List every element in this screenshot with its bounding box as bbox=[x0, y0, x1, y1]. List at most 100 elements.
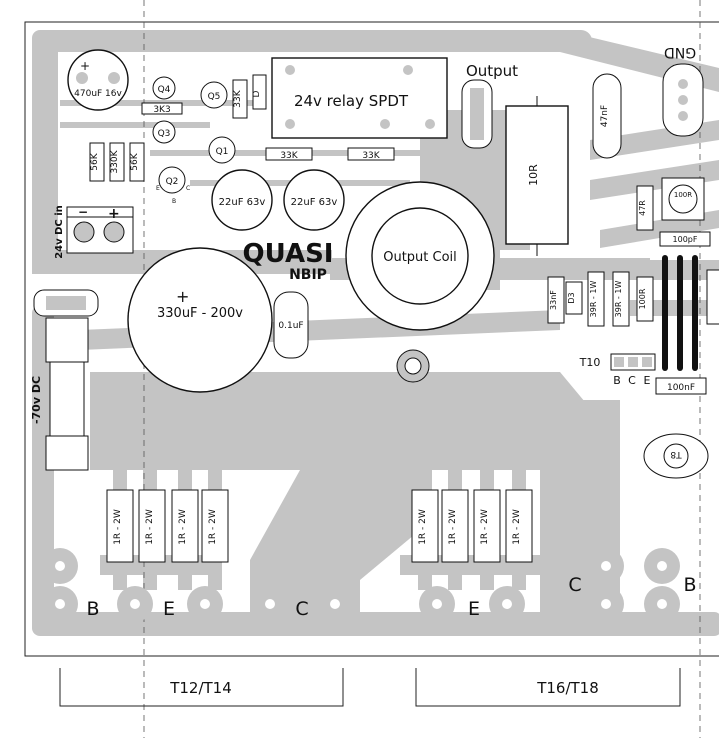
svg-text:1R - 2W: 1R - 2W bbox=[208, 509, 218, 545]
svg-text:56K: 56K bbox=[90, 152, 100, 170]
resistor-cutoff bbox=[706, 269, 719, 325]
resistor-56k-b: 56K bbox=[129, 142, 145, 182]
svg-text:1R - 2W: 1R - 2W bbox=[512, 509, 522, 545]
resistor-1r-2w-4: 1R - 2W bbox=[201, 489, 229, 563]
svg-text:100R: 100R bbox=[674, 191, 692, 199]
svg-text:22uF 63v: 22uF 63v bbox=[291, 197, 338, 208]
cap-470uf: + 470uF 16v bbox=[67, 49, 129, 111]
svg-text:-70v DC: -70v DC bbox=[30, 376, 43, 424]
pad-label-b-right: B bbox=[683, 574, 696, 596]
output-label: Output bbox=[466, 62, 518, 80]
svg-text:100R: 100R bbox=[638, 288, 647, 309]
cap-470uf-label: 470uF 16v bbox=[74, 89, 122, 99]
svg-text:−: − bbox=[78, 205, 88, 219]
output-coil: Output Coil bbox=[345, 181, 495, 331]
resistor-47r: 47R bbox=[636, 185, 654, 231]
svg-text:D3: D3 bbox=[567, 292, 576, 303]
svg-text:B: B bbox=[172, 198, 176, 205]
svg-text:100pF: 100pF bbox=[673, 235, 698, 244]
svg-text:330K: 330K bbox=[110, 149, 120, 173]
resistor-10r: 10R bbox=[505, 96, 569, 256]
relay-24v: 24v relay SPDT bbox=[271, 57, 448, 139]
transistor-q1: Q1 bbox=[208, 136, 236, 164]
svg-text:+: + bbox=[176, 287, 189, 306]
svg-text:C: C bbox=[628, 374, 636, 387]
dark-traces bbox=[662, 255, 698, 371]
resistor-56k-a: 56K bbox=[89, 142, 105, 182]
diode-d: D bbox=[252, 74, 267, 110]
resistor-1r-2w-7: 1R - 2W bbox=[473, 489, 501, 563]
resistor-100r: 100R bbox=[636, 276, 654, 322]
transistor-q5: Q5 bbox=[200, 81, 228, 109]
svg-text:+: + bbox=[80, 59, 90, 73]
svg-text:33K: 33K bbox=[280, 151, 298, 161]
svg-text:1R - 2W: 1R - 2W bbox=[418, 509, 428, 545]
resistor-3k3: 3K3 bbox=[141, 102, 183, 115]
svg-text:Q5: Q5 bbox=[208, 92, 221, 102]
trimmer-pot: 100R bbox=[661, 177, 705, 221]
svg-text:330uF - 200v: 330uF - 200v bbox=[157, 306, 243, 321]
cap-22uf-b: 22uF 63v bbox=[283, 169, 345, 231]
cap-330uf: + 330uF - 200v bbox=[127, 247, 273, 393]
svg-text:47R: 47R bbox=[638, 200, 647, 216]
svg-text:24v DC in: 24v DC in bbox=[54, 205, 65, 259]
transistor-t8: T8 bbox=[643, 433, 709, 479]
svg-text:10R: 10R bbox=[527, 164, 540, 186]
svg-text:1R - 2W: 1R - 2W bbox=[178, 509, 188, 545]
svg-text:33K: 33K bbox=[362, 151, 380, 161]
pad-label-e-left: E bbox=[163, 598, 175, 620]
transistor-q2: Q2 E B C bbox=[156, 166, 190, 205]
bracket-right: T16/T18 bbox=[415, 668, 681, 707]
svg-text:Output Coil: Output Coil bbox=[383, 250, 457, 265]
resistor-1r-2w-2: 1R - 2W bbox=[138, 489, 166, 563]
resistor-1r-2w-6: 1R - 2W bbox=[441, 489, 469, 563]
svg-text:47nF: 47nF bbox=[600, 105, 610, 127]
svg-text:Q1: Q1 bbox=[216, 147, 229, 157]
dc-in-terminal: − + 24v DC in bbox=[54, 205, 134, 259]
resistor-1r-2w-5: 1R - 2W bbox=[411, 489, 439, 563]
bracket-left: T12/T14 bbox=[59, 668, 344, 707]
svg-text:T10: T10 bbox=[579, 356, 601, 369]
pad-label-c-left: C bbox=[295, 598, 308, 620]
fuse-70v: -70v DC bbox=[30, 289, 99, 471]
svg-text:B: B bbox=[613, 374, 621, 387]
gnd-label: GND bbox=[664, 44, 696, 60]
svg-text:33nF: 33nF bbox=[549, 290, 558, 310]
svg-text:1R - 2W: 1R - 2W bbox=[145, 509, 155, 545]
group-label-left: T12/T14 bbox=[169, 679, 232, 697]
transistor-q4: Q4 bbox=[152, 76, 176, 100]
resistor-1r-2w-3: 1R - 2W bbox=[171, 489, 199, 563]
pads-left bbox=[42, 548, 353, 622]
cap-22uf-a: 22uF 63v bbox=[211, 169, 273, 231]
transistor-t10: T10 B C E bbox=[579, 353, 656, 387]
svg-text:T8: T8 bbox=[670, 449, 682, 459]
resistor-33k-b: 33K bbox=[265, 147, 313, 161]
transistor-q3: Q3 bbox=[152, 120, 176, 144]
resistor-33k-vert: 33K bbox=[232, 79, 248, 119]
diode-d3: D3 bbox=[565, 281, 583, 315]
svg-text:Q3: Q3 bbox=[158, 129, 171, 139]
logo-quasi: QUASI bbox=[243, 239, 334, 269]
cap-33nf: 33nF bbox=[547, 276, 565, 324]
svg-text:C: C bbox=[186, 185, 190, 192]
gnd-connector bbox=[662, 63, 704, 137]
svg-text:1R - 2W: 1R - 2W bbox=[448, 509, 458, 545]
group-label-right: T16/T18 bbox=[536, 679, 599, 697]
pad-label-b-left: B bbox=[86, 598, 99, 620]
svg-text:22uF 63v: 22uF 63v bbox=[219, 197, 266, 208]
svg-text:E: E bbox=[644, 374, 651, 387]
svg-text:0.1uF: 0.1uF bbox=[278, 321, 303, 331]
resistor-1r-2w-8: 1R - 2W bbox=[505, 489, 533, 563]
resistor-39r-b: 39R - 1W bbox=[612, 271, 630, 327]
cap-0-1uf: 0.1uF bbox=[273, 291, 309, 359]
svg-text:24v relay SPDT: 24v relay SPDT bbox=[294, 92, 409, 110]
pads-right bbox=[419, 548, 680, 622]
svg-text:39R - 1W: 39R - 1W bbox=[614, 281, 623, 318]
svg-text:56K: 56K bbox=[130, 152, 140, 170]
svg-text:100nF: 100nF bbox=[667, 383, 695, 393]
pad-label-e-right: E bbox=[468, 598, 480, 620]
output-connector bbox=[461, 79, 493, 149]
svg-text:E: E bbox=[156, 185, 160, 192]
cap-47nf: 47nF bbox=[592, 73, 622, 159]
